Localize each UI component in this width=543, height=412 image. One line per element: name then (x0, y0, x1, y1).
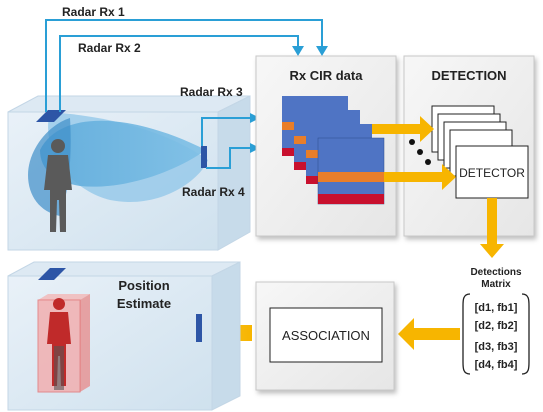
radar-sensor-icon (196, 314, 202, 342)
detector-to-matrix-arrow (480, 198, 504, 258)
position-estimate-line2: Estimate (117, 296, 171, 311)
radar-rx-4-label: Radar Rx 4 (182, 185, 245, 199)
radar-sensor-icon (36, 110, 66, 122)
ellipsis-dot (425, 159, 431, 165)
detections-matrix-title: Detections (470, 267, 522, 278)
matrix-row: [d1, fb1] (475, 302, 518, 314)
position-estimate-line1: Position (118, 278, 169, 293)
association-panel: ASSOCIATION (255, 281, 395, 391)
radar-rx-3-label: Radar Rx 3 (180, 85, 243, 99)
cir-stack (282, 96, 385, 205)
detector-label: DETECTOR (459, 166, 525, 180)
cir-to-detector-arrows (372, 116, 456, 190)
association-label: ASSOCIATION (282, 328, 370, 343)
ellipsis-dot (417, 149, 423, 155)
radar-sensor-icon (201, 146, 207, 168)
matrix-to-association-arrow (398, 318, 460, 350)
person-icon (44, 139, 72, 232)
rx-cir-panel-title: Rx CIR data (290, 68, 364, 83)
detections-matrix: Detections Matrix [d1, fb1] [d2, fb2] [d… (462, 267, 530, 375)
association-box (269, 307, 383, 363)
matrix-bracket-right (521, 293, 530, 375)
position-bounding-box (37, 294, 90, 393)
matrix-bracket-left (462, 293, 471, 375)
detections-matrix-subtitle: Matrix (481, 279, 511, 290)
cir-matrix-icon (317, 137, 385, 205)
radar-rx-1-label: Radar Rx 1 (62, 5, 125, 19)
matrix-row: [d2, fb2] (475, 320, 518, 332)
radar-rx-2-label: Radar Rx 2 (78, 41, 141, 55)
matrix-row: [d3, fb3] (475, 341, 518, 353)
detector-box (455, 145, 529, 199)
radar-rx-links (45, 19, 323, 169)
person-shadow-icon (54, 346, 64, 390)
detection-panel-title: DETECTION (431, 68, 506, 83)
matrix-row: [d4, fb4] (475, 359, 518, 371)
ellipsis-dot (409, 139, 415, 145)
radar-sensor-icon (38, 268, 66, 280)
radar-rx-arrowheads (250, 46, 328, 153)
detection-panel: DETECTION DETECTOR (403, 55, 535, 237)
